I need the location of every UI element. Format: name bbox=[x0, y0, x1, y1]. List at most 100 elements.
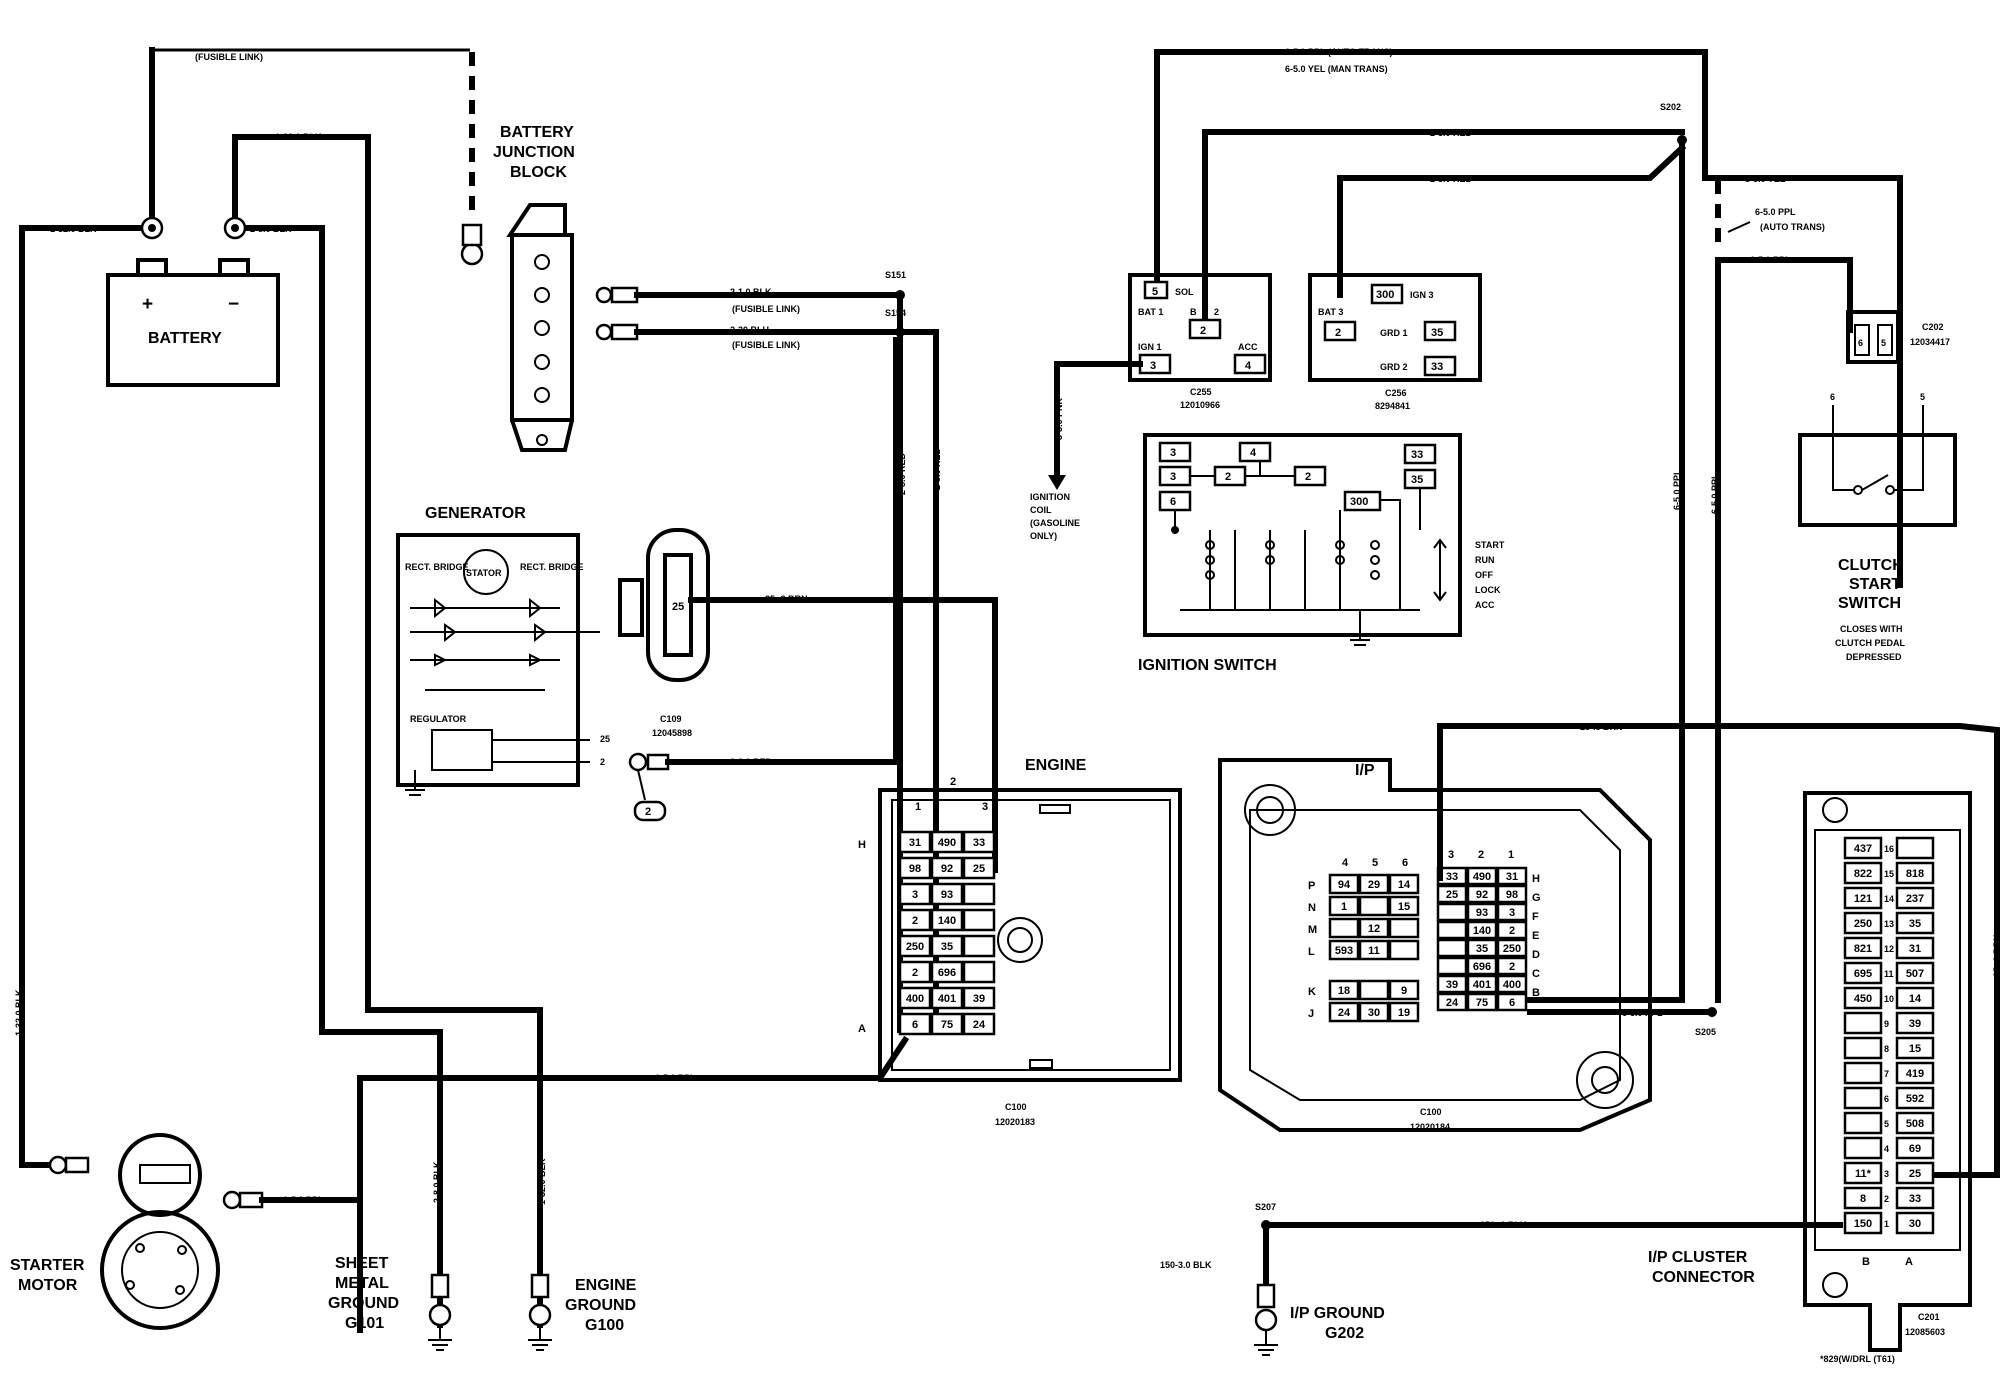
cluster-a-pin-label: 419 bbox=[1906, 1068, 1924, 1080]
cluster-a-pin-label: 39 bbox=[1909, 1018, 1921, 1030]
cluster-b-pin-label: 822 bbox=[1854, 868, 1872, 880]
cluster-b-pin-cell bbox=[1843, 1011, 1883, 1035]
ip-col-label: 1 bbox=[1508, 849, 1514, 861]
cluster-a-pin-cell bbox=[1895, 1186, 1935, 1210]
wire-ppl-vert-1 bbox=[1527, 137, 1685, 1003]
ip-left-pin-label: 24 bbox=[1338, 1007, 1351, 1019]
engine-pin-label: 696 bbox=[938, 967, 956, 979]
svg-text:C256: C256 bbox=[1385, 388, 1407, 398]
svg-text:RUN: RUN bbox=[1475, 555, 1495, 565]
wire-brn-25-gen bbox=[688, 597, 998, 873]
wire-label: 2-30 BLU bbox=[730, 325, 769, 335]
svg-text:12034417: 12034417 bbox=[1910, 337, 1950, 347]
cluster-a-pin-label: 237 bbox=[1906, 893, 1924, 905]
ip-left-pin-cell bbox=[1388, 979, 1420, 1001]
cluster-b-pin-cell bbox=[1843, 1136, 1883, 1160]
ip-right-pin-label: 2 bbox=[1509, 925, 1515, 937]
ip-left-pin-cell bbox=[1358, 979, 1390, 1001]
cluster-a-pin-label: 592 bbox=[1906, 1093, 1924, 1105]
ip-row-label: C bbox=[1532, 968, 1540, 980]
ip-left-pin-cell bbox=[1388, 917, 1420, 939]
engine-pin-label: 490 bbox=[938, 837, 956, 849]
wire-label: 5-5.0 YEL bbox=[1745, 174, 1786, 184]
ign-coil-label-3: (GASOLINE bbox=[1030, 518, 1080, 528]
arrow-ignition-coil bbox=[1048, 475, 1066, 490]
ip-col-label: 2 bbox=[1478, 849, 1484, 861]
ip-right-pin-cell bbox=[1466, 866, 1498, 886]
svg-text:35: 35 bbox=[1431, 327, 1443, 339]
engine-pin-label: 400 bbox=[906, 993, 924, 1005]
engine-pin-cell bbox=[898, 986, 932, 1010]
cluster-pin-number: 5 bbox=[1884, 1119, 1889, 1129]
wire-label: 6-5.0 PPL bbox=[1750, 255, 1791, 265]
svg-text:ENGINE: ENGINE bbox=[575, 1277, 637, 1294]
svg-text:3: 3 bbox=[1170, 471, 1176, 483]
terminal-dot bbox=[231, 224, 239, 232]
ip-right-pin-cell bbox=[1496, 992, 1528, 1012]
ip-right-pin-cell bbox=[1496, 866, 1528, 886]
splice-s151 bbox=[895, 290, 905, 300]
ip-right-pin-cell bbox=[1436, 884, 1468, 904]
wire-label: 6-5.0 PPL bbox=[655, 1073, 696, 1083]
wire-label: 150-3.0 BLK bbox=[1160, 1260, 1212, 1270]
engine-pin-cell bbox=[898, 882, 932, 906]
wire-pnk-3-3 bbox=[1054, 361, 1143, 478]
svg-text:CLOSES WITH: CLOSES WITH bbox=[1840, 624, 1903, 634]
svg-text:C100: C100 bbox=[1005, 1102, 1027, 1112]
sheet-metal-ground-g101: SHEET METAL GROUND G101 bbox=[328, 1255, 452, 1351]
cluster-a-pin-label: 15 bbox=[1909, 1043, 1921, 1055]
svg-text:2: 2 bbox=[1214, 307, 1219, 317]
ip-right-pin-cell bbox=[1466, 992, 1498, 1012]
cluster-pin-number: 10 bbox=[1884, 994, 1894, 1004]
ip-right-pin-label: 3 bbox=[1509, 907, 1515, 919]
ip-left-pin-cell bbox=[1388, 873, 1420, 895]
svg-text:300: 300 bbox=[1350, 496, 1368, 508]
terminal-dot bbox=[148, 224, 156, 232]
cluster-pin-number: 1 bbox=[1884, 1219, 1889, 1229]
cluster-a-pin-cell bbox=[1895, 1161, 1935, 1185]
starter-crimp-2 bbox=[238, 1191, 264, 1209]
engine-pin-label: 25 bbox=[973, 863, 985, 875]
cluster-a-pin-cell bbox=[1895, 1036, 1935, 1060]
cluster-a-pin-cell bbox=[1895, 986, 1935, 1010]
svg-text:START: START bbox=[1849, 576, 1901, 593]
svg-text:3: 3 bbox=[1150, 360, 1156, 372]
wire-label: 1-32.0 BLK bbox=[537, 1158, 547, 1205]
cluster-a-pin-label: 818 bbox=[1906, 868, 1924, 880]
svg-text:C100: C100 bbox=[1420, 1107, 1442, 1117]
cluster-b-pin-label: 11* bbox=[1855, 1168, 1872, 1180]
svg-text:GRD 2: GRD 2 bbox=[1380, 362, 1408, 372]
ip-right-pin-label: 31 bbox=[1506, 871, 1518, 883]
svg-text:3: 3 bbox=[1170, 447, 1176, 459]
svg-text:RECT. BRIDGE: RECT. BRIDGE bbox=[520, 562, 584, 572]
ip-right-pin-cell bbox=[1466, 974, 1498, 994]
engine-ground-g100: ENGINE GROUND G100 bbox=[528, 1273, 637, 1351]
cluster-pin-number: 14 bbox=[1884, 894, 1894, 904]
engine-pin-cell bbox=[962, 908, 996, 932]
engine-pin-label: 2 bbox=[912, 915, 918, 927]
engine-pin-label: 24 bbox=[973, 1019, 986, 1031]
ip-left-pin-cell bbox=[1328, 979, 1360, 1001]
engine-pin-cell bbox=[962, 934, 996, 958]
engine-pin-label: 35 bbox=[941, 941, 953, 953]
cluster-pin-number: 8 bbox=[1884, 1044, 1889, 1054]
engine-pin-label: 140 bbox=[938, 915, 956, 927]
cluster-pin-number: 3 bbox=[1884, 1169, 1889, 1179]
cluster-pin-number: 13 bbox=[1884, 919, 1894, 929]
c202-connector: 6 5 C202 12034417 bbox=[1846, 310, 1950, 364]
cluster-pin-number: 15 bbox=[1884, 869, 1894, 879]
ip-right-pin-label: 250 bbox=[1503, 943, 1521, 955]
svg-text:IGN 1: IGN 1 bbox=[1138, 342, 1162, 352]
engine-col-2: 2 bbox=[950, 776, 956, 788]
engine-pin-cell bbox=[898, 960, 932, 984]
svg-text:B: B bbox=[1190, 307, 1197, 317]
wire-ppl-c202 bbox=[1715, 257, 1853, 333]
ip-left-pin-cell bbox=[1328, 873, 1360, 895]
cluster-a-pin-label: 30 bbox=[1909, 1218, 1921, 1230]
svg-text:12020184: 12020184 bbox=[1410, 1122, 1450, 1132]
c255-connector: 5 SOL BAT 1 B 2 2 IGN 1 ACC 3 4 C255 120… bbox=[1128, 273, 1272, 410]
ip-right-pin-cell bbox=[1436, 956, 1468, 976]
ip-left-pin-label: 593 bbox=[1335, 945, 1353, 957]
cluster-a-pin-label: 33 bbox=[1909, 1193, 1921, 1205]
